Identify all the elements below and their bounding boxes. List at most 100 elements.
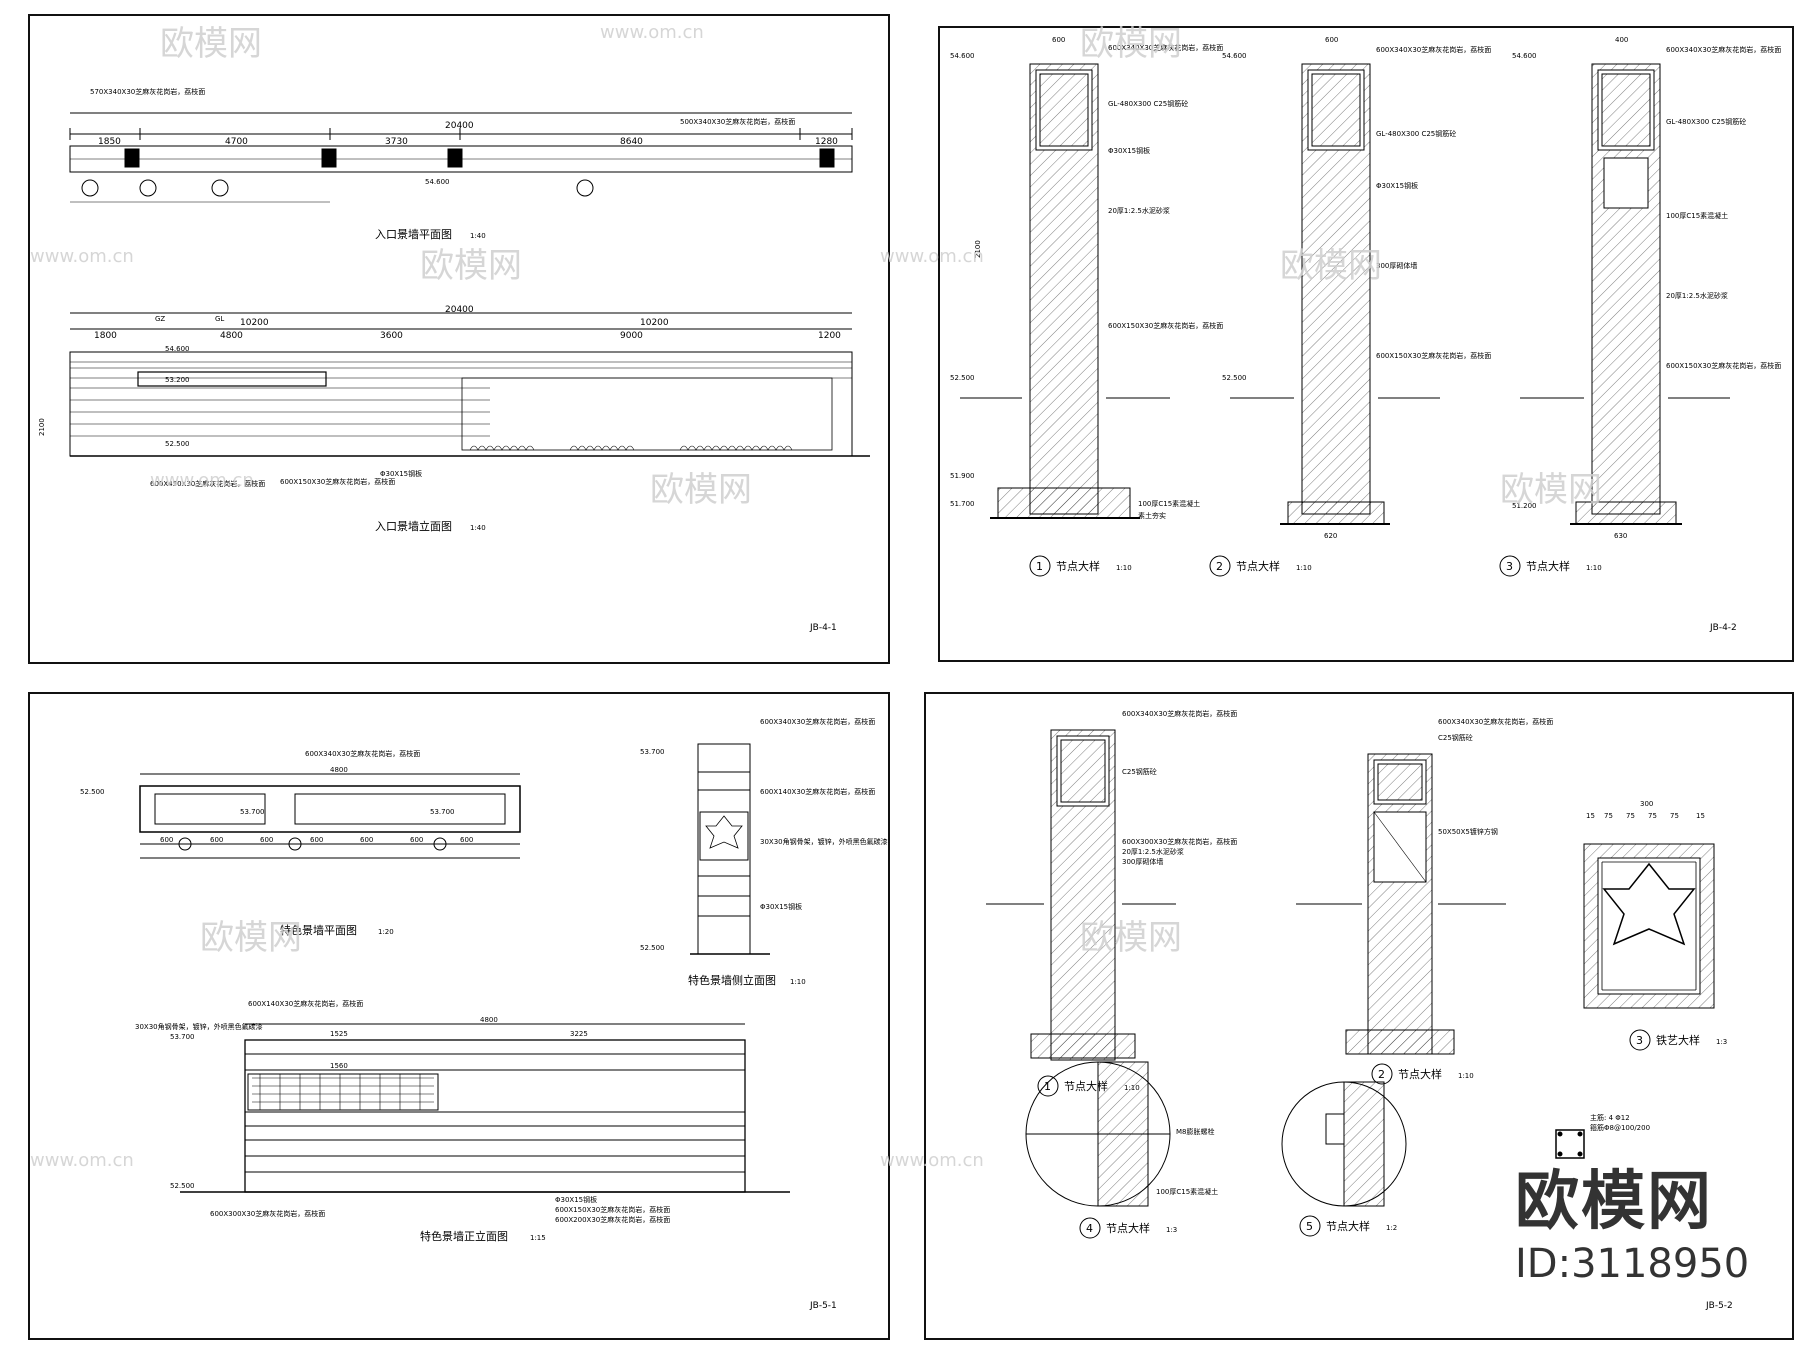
s4-d3-scale: 1:3 [1716, 1038, 1727, 1046]
side-title: 特色景墙侧立面图 [688, 973, 776, 987]
plan-total-dim: 20400 [445, 121, 474, 131]
elev-scale: 1:40 [470, 524, 486, 532]
detail-3-section [1520, 63, 1730, 525]
d3-note-4: 20厚1:2.5水泥砂浆 [1666, 291, 1728, 300]
d2-base-dim: 620 [1324, 532, 1337, 540]
elev-total-dim: 20400 [445, 305, 474, 315]
d3-note-3: 100厚C15素混凝土 [1666, 211, 1728, 220]
front-note-5: 600X150X30芝麻灰花岗岩，荔枝面 [555, 1205, 670, 1214]
elev-note-1: 600X450X30芝麻灰花岗岩，荔枝面 [150, 479, 265, 488]
sheet1-drawing: 1850 4700 3730 8640 1280 20400 570X340X3… [38, 87, 870, 633]
plan-dim-0: 1850 [98, 137, 121, 147]
d2-width-dim: 600 [1325, 36, 1338, 44]
front-note-2: 30X30角钢骨架，镀锌，外喷黑色氟碳漆 [135, 1022, 263, 1031]
brand-logo-text: 欧模网 [1515, 1165, 1713, 1239]
sheet2-drawing: 600 600 400 2100 620 630 54.600 52.500 5… [950, 36, 1781, 633]
sheet3-drawing: 4800 600 600 600 600 600 600 600 53.700 … [80, 717, 888, 1311]
s4-d5-scale: 1:2 [1386, 1224, 1397, 1232]
s4-detail-3-iron [1583, 843, 1715, 1009]
iron-lattice-panel [252, 1074, 434, 1110]
s4-d4-callout [1079, 1217, 1101, 1239]
s4-d2-note-3: 50X50X5镀锌方钢 [1438, 827, 1498, 836]
d1-note-6: 100厚C15素混凝土 [1138, 499, 1200, 508]
elev-dim-3: 9000 [620, 331, 643, 341]
elev-level-top: 54.600 [165, 345, 190, 353]
elev-level-mid: 53.200 [165, 376, 190, 384]
iron-dim-3: 75 [1648, 812, 1657, 820]
elev-half-dim-right: 10200 [640, 318, 669, 328]
d2-callout-circle [1209, 555, 1231, 577]
d1-height-dim: 2100 [974, 240, 982, 258]
elev-dim-0: 1800 [94, 331, 117, 341]
plan-scale: 1:20 [378, 928, 394, 936]
s4-d3-callout [1629, 1029, 1651, 1051]
s4-d4-note-2: 100厚C15素混凝土 [1156, 1187, 1218, 1196]
elev-dim-4: 1200 [818, 331, 841, 341]
d2-title: 节点大样 [1236, 559, 1280, 573]
elev-height-label: 2100 [38, 418, 46, 436]
front-title: 特色景墙正立面图 [420, 1229, 508, 1243]
d1-level-found: 51.900 [950, 472, 975, 480]
s4-d1-title: 节点大样 [1064, 1079, 1108, 1093]
column-note-2: 箍筋Φ8@100/200 [1590, 1123, 1650, 1132]
plan-dim-2: 3730 [385, 137, 408, 147]
plan-title: 特色景墙平面图 [280, 923, 357, 937]
side-scale: 1:10 [790, 978, 806, 986]
front-note-6: 600X200X30芝麻灰花岗岩，荔枝面 [555, 1215, 670, 1224]
d1-note-4: 20厚1:2.5水泥砂浆 [1108, 206, 1170, 215]
s4-d4-num: 4 [1086, 1222, 1093, 1235]
elev-dim-2: 3600 [380, 331, 403, 341]
column-note-1: 主筋: 4 Φ12 [1590, 1113, 1630, 1122]
sheet4-drawing: 15 75 75 75 75 15 300 主筋: 4 Φ12 箍筋Φ8@100… [986, 709, 1733, 1311]
iron-dim-0: 15 [1586, 812, 1595, 820]
s4-d5-title: 节点大样 [1326, 1219, 1370, 1233]
s4-d1-num: 1 [1044, 1080, 1051, 1093]
front-note-1: 600X140X30芝麻灰花岗岩，荔枝面 [248, 999, 363, 1008]
d3-note-2: GL-480X300 C25钢筋砼 [1666, 117, 1746, 126]
s4-d4-scale: 1:3 [1166, 1226, 1177, 1234]
s4-d2-num: 2 [1378, 1068, 1385, 1081]
d2-note-3: Φ30X15钢板 [1376, 181, 1418, 190]
side-level-bottom: 52.500 [640, 944, 665, 952]
s4-d5-num: 5 [1306, 1220, 1313, 1233]
d1-note-5: 600X150X30芝麻灰花岗岩，荔枝面 [1108, 321, 1223, 330]
iron-dim-5: 15 [1696, 812, 1705, 820]
s4-d1-callout [1037, 1075, 1059, 1097]
plan-seg-3: 600 [310, 836, 323, 844]
side-note-2: 600X140X30芝麻灰花岗岩，荔枝面 [760, 787, 875, 796]
d3-level-bottom: 51.200 [1512, 502, 1537, 510]
s4-detail-5 [1281, 1081, 1407, 1207]
iron-dim-total: 300 [1640, 800, 1653, 808]
d3-base-dim: 630 [1614, 532, 1627, 540]
sheet3-number: JB-5-1 [809, 1301, 837, 1311]
s4-d2-title: 节点大样 [1398, 1067, 1442, 1081]
s4-d1-note-1: 600X340X30芝麻灰花岗岩，荔枝面 [1122, 709, 1237, 718]
s4-d1-scale: 1:10 [1124, 1084, 1140, 1092]
side-note-3: 30X30角钢骨架，镀锌，外喷黑色氟碳漆 [760, 837, 888, 846]
elev-level-bottom: 52.500 [165, 440, 190, 448]
elev-dim-1: 4800 [220, 331, 243, 341]
d1-note-2: GL-480X300 C25钢筋砼 [1108, 99, 1188, 108]
front-level-bottom: 52.500 [170, 1182, 195, 1190]
plan-dim-4: 1280 [815, 137, 838, 147]
plan-scale: 1:40 [470, 232, 486, 240]
front-dim-1: 3225 [570, 1030, 588, 1038]
d3-note-1: 600X340X30芝麻灰花岗岩，荔枝面 [1666, 45, 1781, 54]
s4-d1-note-5: 300厚砌体墙 [1122, 857, 1163, 866]
elev-note-2: 600X150X30芝麻灰花岗岩，荔枝面 [280, 477, 395, 486]
plan-note-2: 500X340X30芝麻灰花岗岩，荔枝面 [680, 117, 795, 126]
d1-level-top: 54.600 [950, 52, 975, 60]
plan-level-c: 52.500 [80, 788, 105, 796]
d2-note-2: GL-480X300 C25钢筋砼 [1376, 129, 1456, 138]
d1-num: 1 [1036, 560, 1043, 573]
iron-dim-2: 75 [1626, 812, 1635, 820]
plan-level: 54.600 [425, 178, 450, 186]
sheet-entrance-wall: 1850 4700 3730 8640 1280 20400 570X340X3… [28, 14, 890, 664]
s4-d1-note-4: 20厚1:2.5水泥砂浆 [1122, 847, 1184, 856]
plan-note-1: 600X340X30芝麻灰花岗岩，荔枝面 [305, 749, 420, 758]
s4-detail-1 [986, 729, 1176, 1061]
model-id: ID:3118950 [1515, 1241, 1750, 1287]
entrance-wall-elevation [69, 312, 870, 457]
d3-title: 节点大样 [1526, 559, 1570, 573]
d1-note-1: 600X340X30芝麻灰花岗岩，荔枝面 [1108, 43, 1223, 52]
